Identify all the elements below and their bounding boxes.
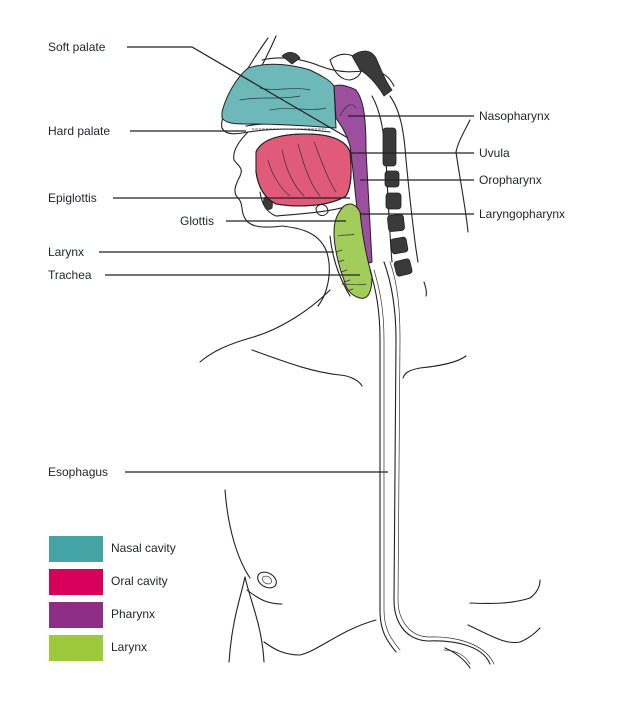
legend-item-pharynx: Pharynx: [49, 602, 229, 630]
leader-lines: [99, 46, 474, 473]
label-trachea: Trachea: [48, 268, 92, 282]
legend-label: Pharynx: [111, 607, 156, 621]
legend-swatch: [49, 536, 103, 562]
label-uvula: Uvula: [479, 146, 510, 160]
legend-label: Oral cavity: [111, 574, 168, 588]
label-glottis: Glottis: [180, 214, 214, 228]
vertebra: [385, 192, 402, 210]
legend-item-larynx: Larynx: [49, 635, 229, 663]
label-soft-palate: Soft palate: [48, 40, 106, 54]
label-oropharynx: Oropharynx: [479, 173, 542, 187]
legend-swatch: [49, 602, 103, 628]
labels: Soft palate Hard palate Epiglottis Glott…: [48, 40, 565, 479]
vertebra: [393, 258, 413, 277]
legend-item-nasal-cavity: Nasal cavity: [49, 536, 229, 564]
label-esophagus: Esophagus: [48, 465, 108, 479]
legend-swatch: [49, 635, 103, 661]
esophagus-tube: [369, 261, 495, 665]
regions: [221, 63, 373, 299]
legend-item-oral-cavity: Oral cavity: [49, 569, 229, 597]
label-larynx: Larynx: [48, 245, 84, 259]
vertebra: [384, 170, 400, 188]
label-hard-palate: Hard palate: [48, 124, 110, 138]
label-laryngopharynx: Laryngopharynx: [479, 207, 565, 221]
legend-label: Larynx: [111, 640, 148, 654]
vertebra: [387, 214, 405, 232]
vertebra: [389, 236, 409, 255]
soft-palate-leader: [127, 46, 349, 139]
vertebra: [382, 127, 397, 167]
body-outline: [199, 35, 541, 669]
label-nasopharynx: Nasopharynx: [479, 109, 550, 123]
nasal-cavity-region: [221, 63, 337, 129]
legend-swatch: [49, 569, 103, 595]
legend-label: Nasal cavity: [111, 541, 176, 555]
vertebral-column: [371, 95, 419, 277]
label-epiglottis: Epiglottis: [48, 191, 97, 205]
